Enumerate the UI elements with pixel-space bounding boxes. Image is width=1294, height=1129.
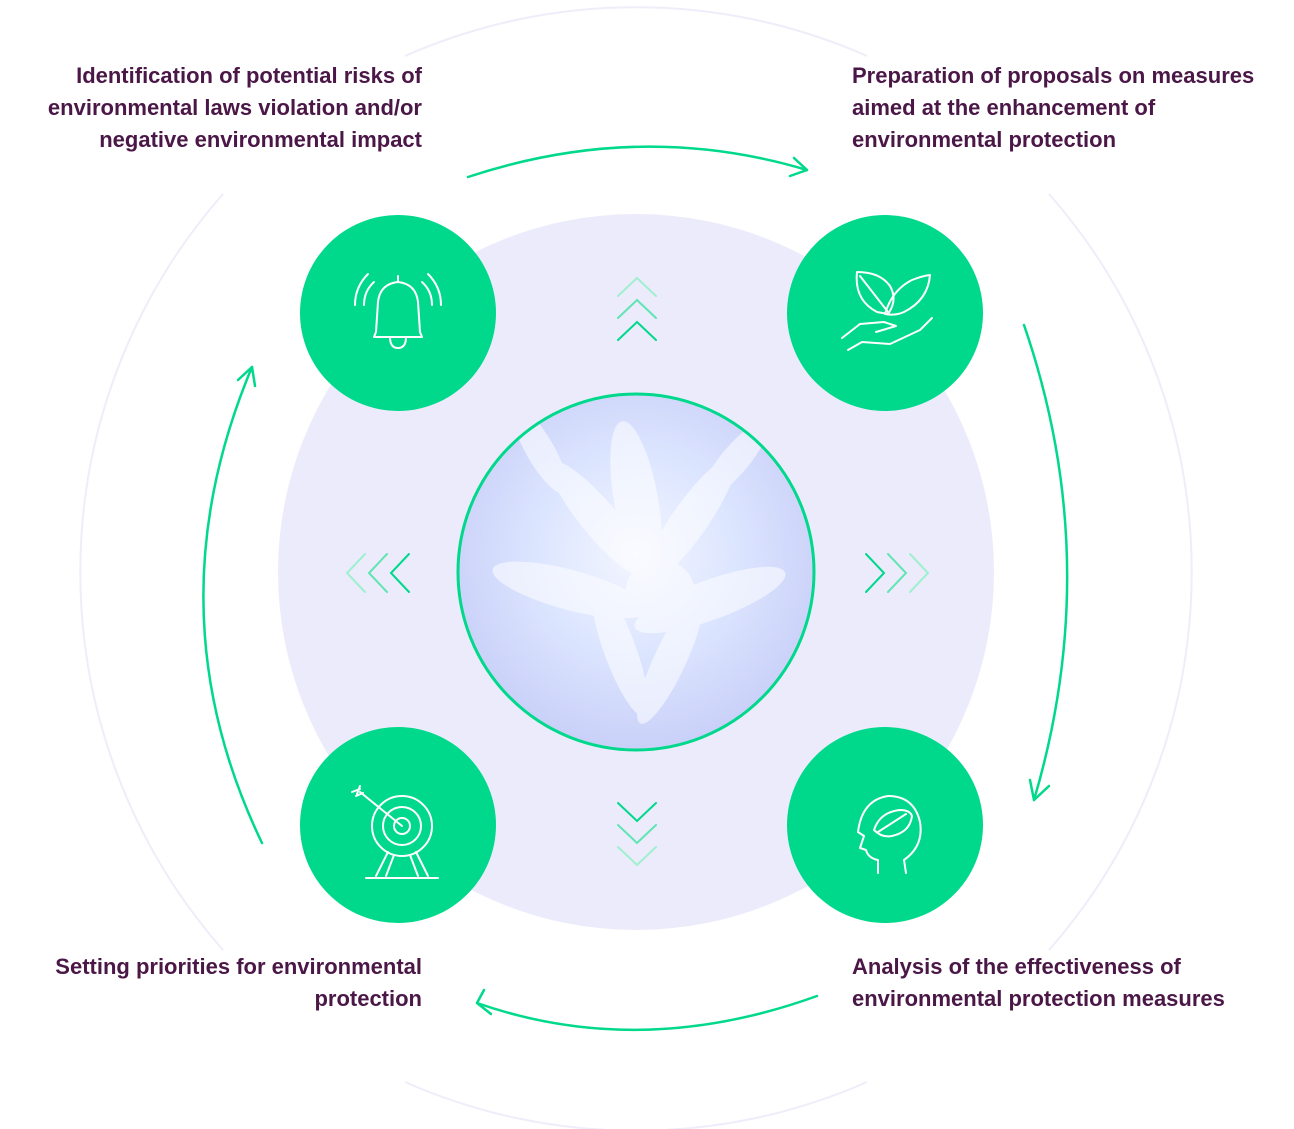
- arrow-top: [466, 145, 809, 179]
- arrowhead-bottom: [475, 988, 493, 1016]
- outer-ring: [79, 6, 1193, 1129]
- arrowhead-top: [788, 156, 809, 178]
- head-leaf-icon: [857, 795, 922, 874]
- arrow-bottom: [475, 994, 819, 1032]
- arrowhead-left: [236, 365, 257, 388]
- step-label-top-right: Preparation of proposals on measures aim…: [852, 63, 1255, 152]
- target-arrow-icon: [351, 785, 439, 879]
- step-label-top-left: Identification of potential risks of env…: [47, 63, 422, 152]
- step-node-top-left: [300, 215, 496, 411]
- step-node-bottom-left: [300, 727, 496, 923]
- step-node-top-right: [787, 215, 983, 411]
- step-label-bottom-left: Setting priorities for environmental pro…: [55, 954, 422, 1011]
- arrowhead-right: [1028, 778, 1051, 802]
- step-node-bottom-right: [787, 727, 983, 923]
- center-image: [456, 392, 816, 752]
- chevrons-down: [617, 802, 657, 867]
- chevrons-up: [617, 276, 657, 341]
- alarm-bell-icon: [354, 273, 442, 349]
- arrow-left: [202, 365, 264, 845]
- step-label-bottom-right: Analysis of the effectiveness of environ…: [852, 954, 1225, 1011]
- chevrons-left: [345, 553, 410, 593]
- arrow-right: [1022, 323, 1069, 802]
- cycle-arrows: [202, 145, 1069, 1032]
- hand-leaf-icon: [841, 271, 933, 351]
- chevrons-right: [865, 553, 930, 593]
